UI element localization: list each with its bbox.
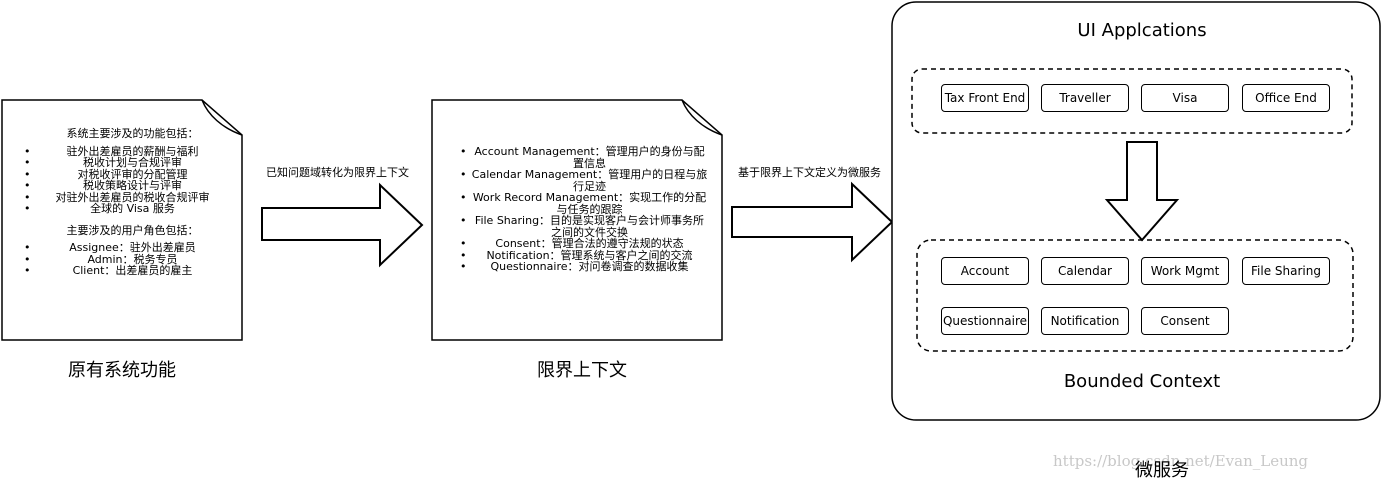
down-arrow	[1104, 141, 1180, 242]
list-item: Notification：管理系统与客户之间的交流	[460, 249, 717, 262]
arrow2-label: 基于限界上下文定义为微服务	[738, 166, 881, 179]
ui-app-visa: Visa	[1141, 84, 1229, 112]
list-item: 驻外出差雇员的薪酬与福利	[24, 145, 235, 158]
list-item: 对驻外出差雇员的税收合规评审	[24, 191, 235, 204]
ui-apps-group	[911, 68, 1353, 134]
bounded-context-label: Bounded Context	[1063, 371, 1221, 392]
ui-app-tax-front-end: Tax Front End	[941, 84, 1029, 112]
list-item: Admin：税务专员	[24, 253, 235, 266]
doc2-caption: 限界上下文	[537, 360, 627, 381]
arrow1	[261, 182, 424, 268]
list-item: Assignee：驻外出差雇员	[24, 242, 235, 254]
doc1-content: 系统主要涉及的功能包括： 驻外出差雇员的薪酬与福利 税收计划与合规评审 对税收评…	[24, 127, 235, 277]
context-questionnaire: Questionnaire	[941, 307, 1029, 335]
doc1-caption: 原有系统功能	[68, 360, 176, 381]
ui-app-traveller: Traveller	[1041, 84, 1129, 112]
doc1-fold	[201, 99, 243, 136]
arrow1-label: 已知问题域转化为限界上下文	[266, 166, 409, 179]
bounded-context-group	[916, 239, 1354, 352]
ui-app-office-end: Office End	[1242, 84, 1330, 112]
context-work-mgmt: Work Mgmt	[1141, 257, 1229, 285]
doc1-title: 系统主要涉及的功能包括：	[66, 127, 199, 140]
context-notification: Notification	[1041, 307, 1129, 335]
doc1-roles-list: Assignee：驻外出差雇员 Admin：税务专员 Client：出差雇员的雇…	[24, 242, 235, 277]
list-item: Consent：管理合法的遵守法规的状态	[460, 238, 717, 250]
panel-title: UI Applcations	[1077, 20, 1207, 41]
list-item: 对税收评审的分配管理	[24, 168, 235, 181]
context-file-sharing: File Sharing	[1242, 257, 1330, 285]
list-item: 全球的 Visa 服务	[24, 203, 235, 215]
doc1-list: 驻外出差雇员的薪酬与福利 税收计划与合规评审 对税收评审的分配管理 税收策略设计…	[24, 145, 235, 215]
watermark: https://blog.csdn.net/Evan_Leung	[1053, 452, 1309, 470]
arrow2	[731, 181, 894, 263]
context-calendar: Calendar	[1041, 257, 1129, 285]
list-item: 税收计划与合规评审	[24, 157, 235, 169]
doc1-roles-title: 主要涉及的用户角色包括：	[66, 223, 199, 237]
panel-caption: 微服务	[1135, 460, 1189, 481]
list-item: Client：出差雇员的雇主	[24, 265, 235, 277]
doc2-fold	[681, 99, 723, 136]
context-account: Account	[941, 257, 1029, 285]
context-consent: Consent	[1141, 307, 1229, 335]
list-item: 税收策略设计与评审	[24, 180, 235, 192]
list-item: Questionnaire：对问卷调查的数据收集	[460, 261, 717, 273]
